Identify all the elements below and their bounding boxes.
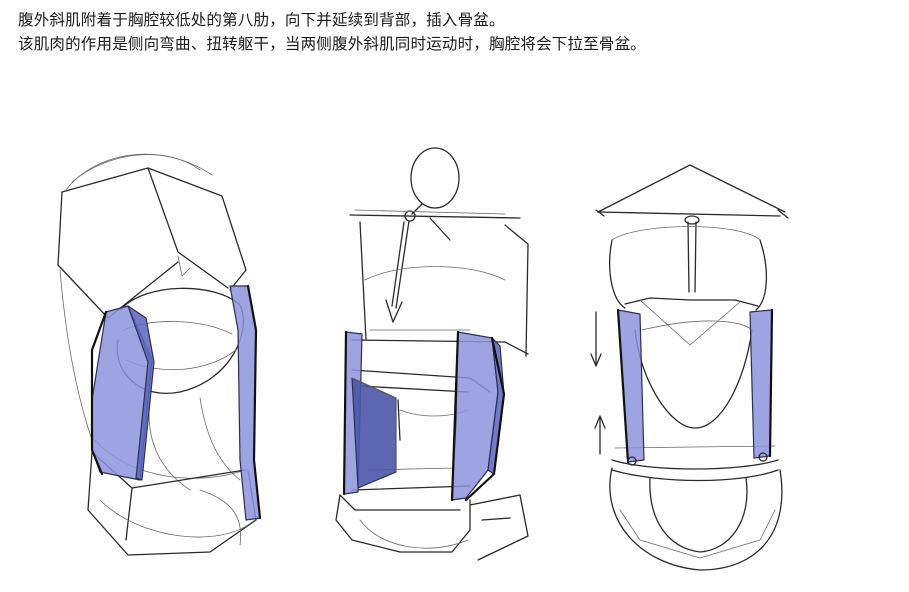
figure-lateral-bend [58, 154, 260, 555]
figure-twist-pulley [336, 148, 528, 560]
figure-front-pulldown [591, 165, 788, 570]
